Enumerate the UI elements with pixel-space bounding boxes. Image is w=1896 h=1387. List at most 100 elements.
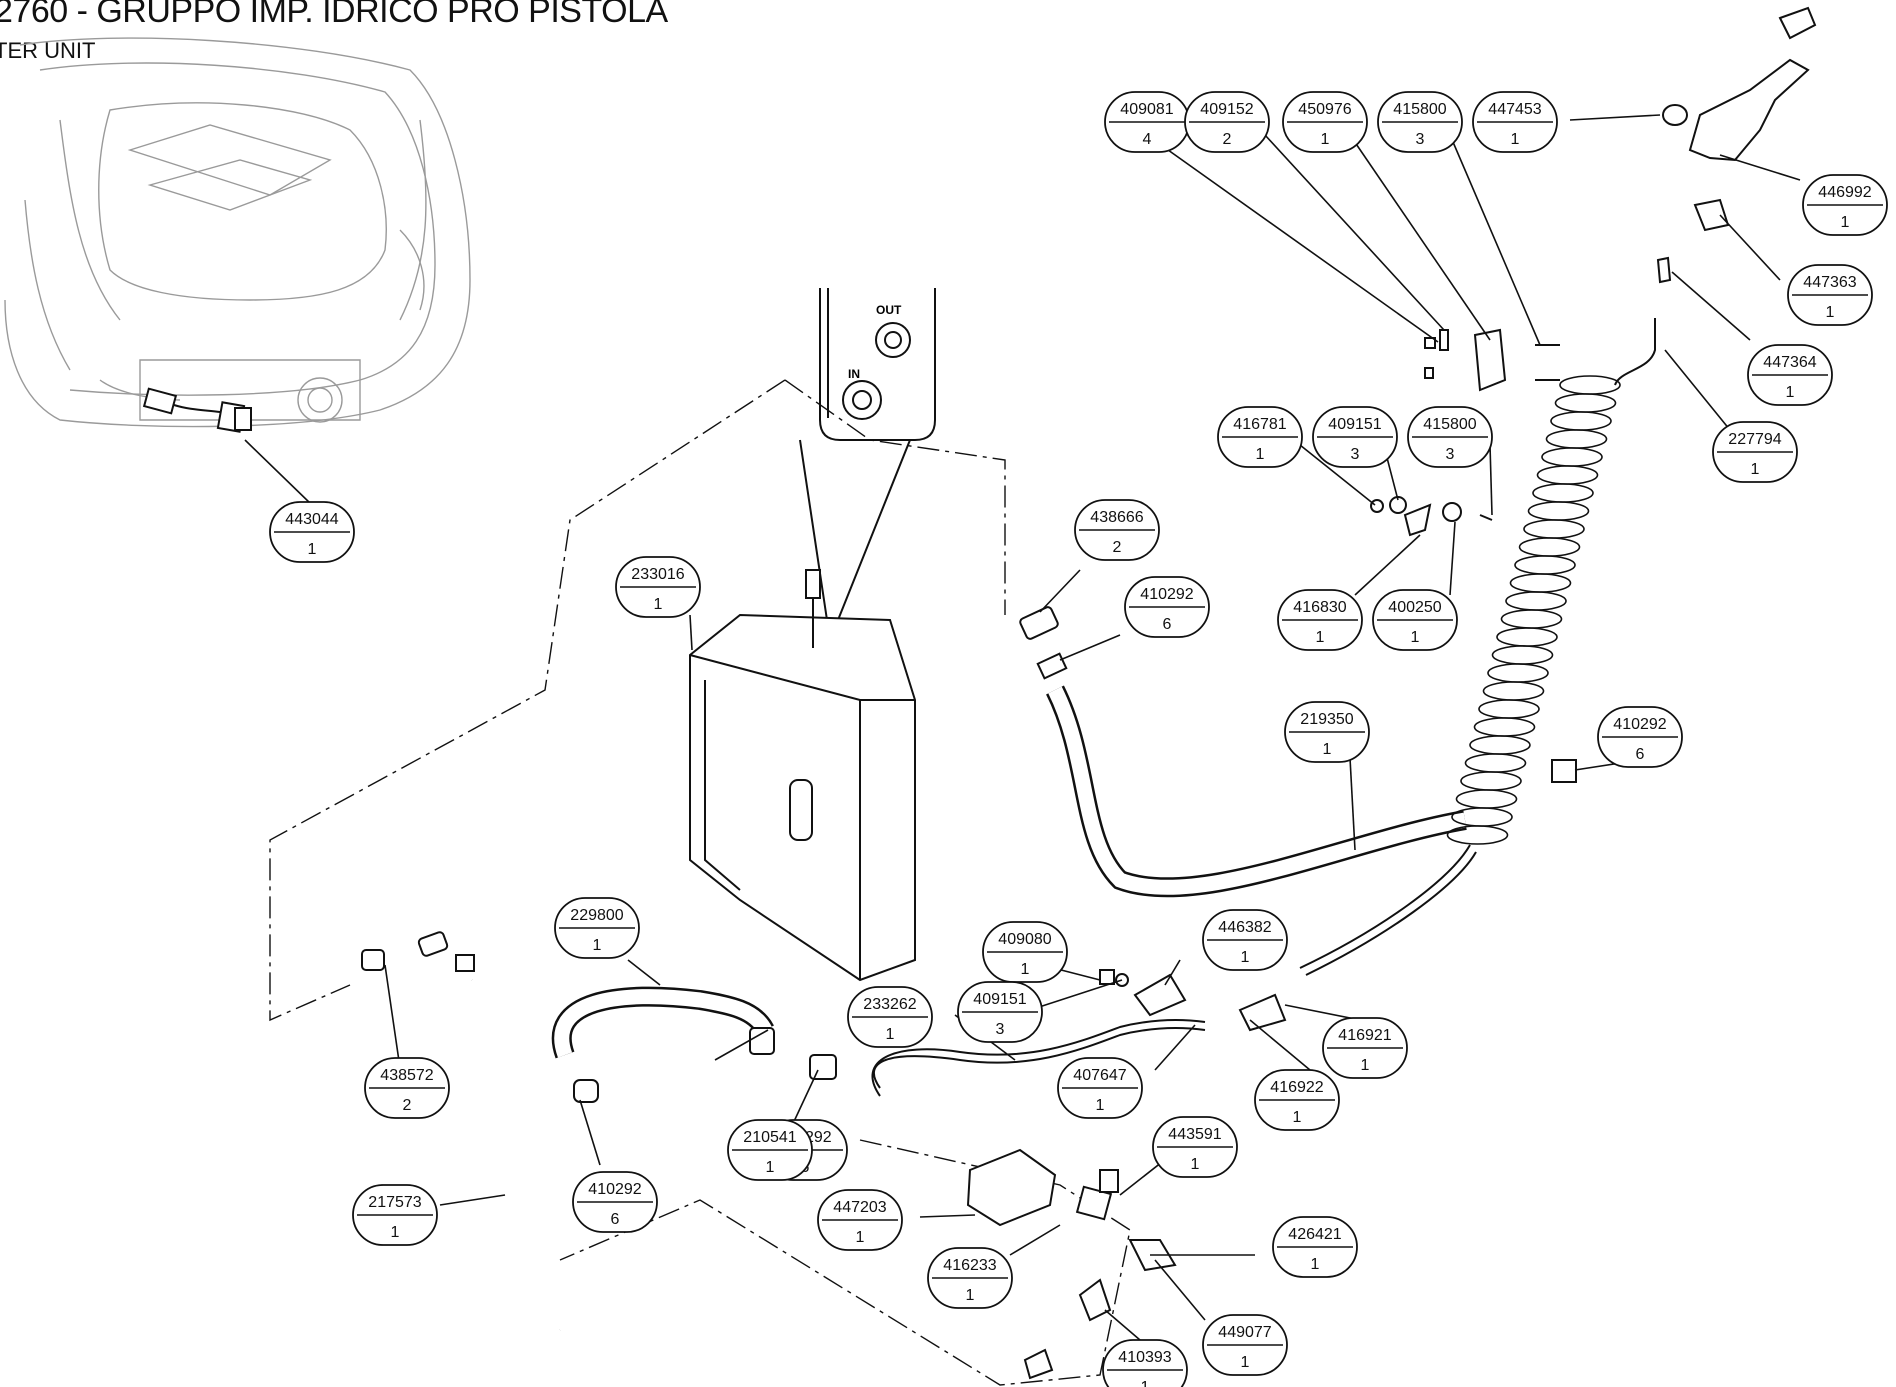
hose-233262: [871, 1019, 1206, 1097]
part-quantity: 1: [766, 1159, 775, 1176]
coil-loop: [1464, 753, 1527, 773]
coil-loop: [1478, 699, 1540, 719]
part-quantity: 2: [403, 1097, 412, 1114]
part-quantity: 1: [1751, 461, 1760, 478]
part-quantity: 1: [308, 541, 317, 558]
fitting-447364: [1656, 256, 1672, 284]
callout-233016: 233016 1: [615, 556, 701, 618]
part-code: 446992: [1818, 184, 1871, 201]
part-quantity: 1: [1786, 384, 1795, 401]
part-code: 426421: [1288, 1226, 1341, 1243]
part-code: 416830: [1293, 599, 1346, 616]
part-quantity: 1: [1256, 446, 1265, 463]
coil-loop: [1482, 681, 1545, 701]
part-quantity: 1: [1321, 131, 1330, 148]
coil-loop: [1545, 429, 1608, 449]
part-code: 416781: [1233, 416, 1286, 433]
coil-loop: [1509, 573, 1572, 593]
part-quantity: 1: [1021, 961, 1030, 978]
part-quantity: 3: [1351, 446, 1360, 463]
part-code: 447363: [1803, 274, 1856, 291]
hose-217573: [468, 976, 561, 1337]
coil-loop: [1554, 393, 1617, 413]
part-quantity: 1: [1511, 131, 1520, 148]
part-quantity: 1: [1323, 741, 1332, 758]
part-code: 449077: [1218, 1324, 1271, 1341]
coil-loop: [1523, 519, 1585, 539]
coil-loop: [1446, 825, 1509, 845]
part-code: 416921: [1338, 1027, 1391, 1044]
coiled-hose: [1446, 375, 1621, 845]
part-quantity: 1: [654, 596, 663, 613]
callout-415800: 415800 3: [1377, 91, 1463, 153]
callout-410393: 4103931: [1102, 1339, 1188, 1387]
callout-446992: 446992 1: [1802, 174, 1888, 236]
detail-view-lines: [799, 439, 911, 644]
part-code: 409151: [973, 991, 1026, 1008]
part-code: 233016: [631, 566, 684, 583]
part-quantity: 1: [1361, 1057, 1370, 1074]
part-quantity: 1: [1241, 1354, 1250, 1371]
coil-loop: [1500, 609, 1563, 629]
part-code: 443591: [1168, 1126, 1221, 1143]
coil-loop: [1505, 591, 1567, 611]
coil-loop: [1469, 735, 1531, 755]
hose-219350: [1046, 685, 1467, 898]
wiring-connector-443044: [142, 387, 252, 433]
part-code: 415800: [1393, 101, 1446, 118]
part-quantity: 1: [886, 1026, 895, 1043]
part-quantity: 1: [1241, 949, 1250, 966]
part-code: 416922: [1270, 1079, 1323, 1096]
coil-top-tube: [1614, 318, 1656, 386]
part-quantity: 1: [966, 1287, 975, 1304]
coil-loop: [1473, 717, 1536, 737]
part-quantity: 4: [1143, 131, 1152, 148]
part-quantity: 1: [1841, 214, 1850, 231]
coil-loop: [1559, 375, 1621, 395]
callout-416921: 416921 1: [1322, 1017, 1408, 1079]
part-quantity: 6: [611, 1211, 620, 1228]
callout-449077: 449077 1: [1202, 1314, 1288, 1376]
part-code: 446382: [1218, 919, 1271, 936]
small-parts-cluster: [1370, 328, 1560, 537]
part-quantity: 1: [1411, 629, 1420, 646]
part-code: 217573: [368, 1194, 421, 1211]
part-code: 409151: [1328, 416, 1381, 433]
callout-438572: 438572 2: [364, 1057, 450, 1119]
coil-loop: [1536, 465, 1599, 485]
part-quantity: 1: [1096, 1097, 1105, 1114]
part-code: 438666: [1090, 509, 1143, 526]
coil-loop: [1460, 771, 1522, 791]
part-quantity: 6: [1163, 616, 1172, 633]
coil-loop: [1514, 555, 1576, 575]
spray-gun-446992: [1662, 6, 1817, 232]
callout-416781: 416781 1: [1217, 406, 1303, 468]
part-code: 438572: [380, 1067, 433, 1084]
part-quantity: 3: [1416, 131, 1425, 148]
part-code: 407647: [1073, 1067, 1126, 1084]
coil-loop: [1496, 627, 1558, 647]
coil-loop: [1527, 501, 1590, 521]
